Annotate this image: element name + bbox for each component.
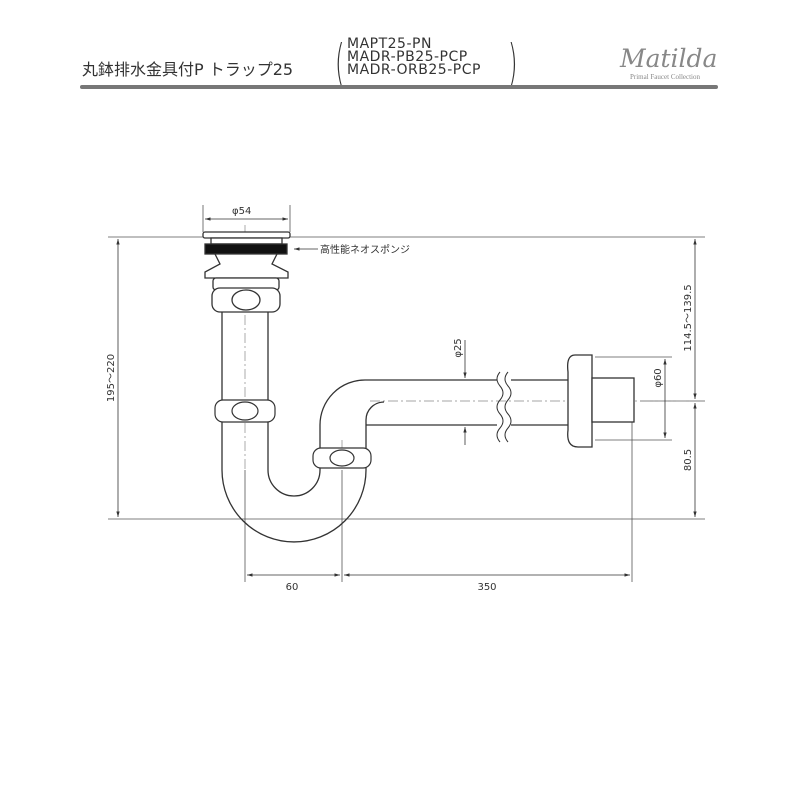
outlet-center-height-label: 80.5 <box>683 449 694 471</box>
header-divider <box>80 85 718 89</box>
outlet-height-label: 114.5～139.5 <box>683 284 694 351</box>
page-title: 丸鉢排水金具付P トラップ25 <box>82 60 294 79</box>
model-number: MADR-PB25-PCP <box>347 49 468 65</box>
total-height-label: 195～220 <box>106 354 117 402</box>
sponge-label: 高性能ネオスポンジ <box>320 243 410 256</box>
flange-diameter-label: φ54 <box>232 206 251 217</box>
model-list: MAPT25-PN MADR-PB25-PCP MADR-ORB25-PCP <box>347 36 481 78</box>
drain-fitting <box>202 231 291 313</box>
wall-flange <box>567 354 593 448</box>
model-number: MAPT25-PN <box>347 36 432 52</box>
paren-right: ) <box>507 34 518 92</box>
pipe-nut <box>214 399 372 469</box>
pipe-diameter-label: φ25 <box>453 338 464 357</box>
brand-logo: Matilda <box>620 44 718 73</box>
brand-tagline: Primal Faucet Collection <box>630 73 700 81</box>
offset-width-label: 60 <box>286 582 299 593</box>
wall-flange-diameter-label: φ60 <box>653 368 664 387</box>
horizontal-length-label: 350 <box>477 582 496 593</box>
paren-left: ( <box>334 34 345 92</box>
model-number: MADR-ORB25-PCP <box>347 62 481 78</box>
trap-pipe <box>221 312 385 543</box>
